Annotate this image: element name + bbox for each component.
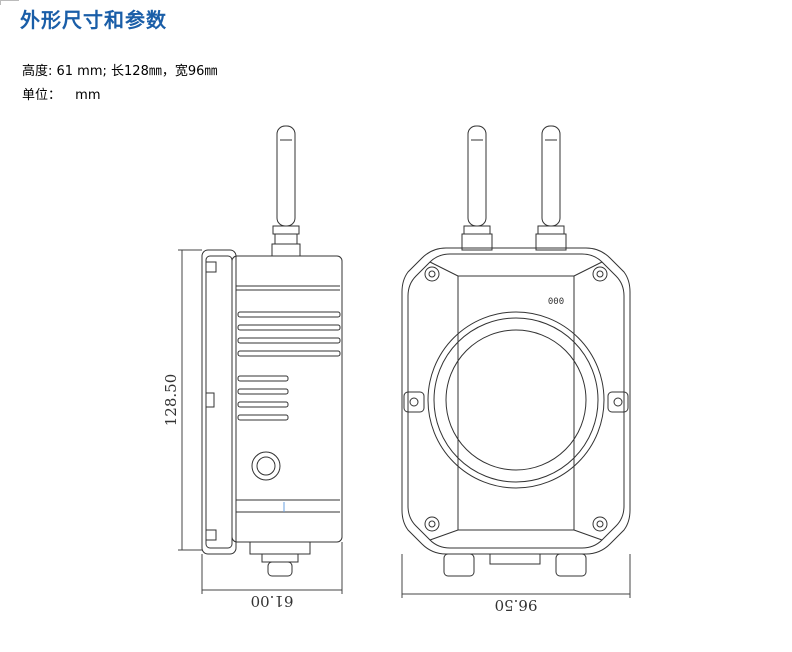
front-connectors — [443, 553, 587, 577]
front-clip-right — [607, 391, 629, 413]
front-antenna-left — [461, 125, 493, 251]
front-indicator-label: 000 — [548, 297, 564, 307]
front-width-dim — [401, 554, 631, 598]
front-screws — [424, 266, 608, 532]
side-height-dim — [178, 249, 202, 551]
side-antenna — [271, 125, 301, 257]
corner-mark — [0, 0, 19, 5]
side-height-label: 128.50 — [162, 374, 180, 427]
front-housing — [401, 247, 631, 555]
side-connectors — [249, 541, 311, 577]
unit-line: 单位： mm — [22, 84, 100, 103]
page-title: 外形尺寸和参数 — [20, 8, 167, 32]
front-inner-panel — [457, 275, 575, 531]
front-width-label: 96.50 — [495, 596, 538, 614]
spec-dimensions-text: 高度: 61 mm; 长128㎜，宽96㎜ — [22, 64, 218, 79]
side-latch — [205, 392, 215, 408]
side-vent-upper — [237, 311, 341, 357]
side-width-dim — [201, 542, 343, 594]
side-view — [178, 125, 343, 594]
side-front-plate — [201, 249, 237, 555]
unit-value: mm — [75, 88, 101, 103]
side-button — [251, 451, 281, 481]
front-antenna-right — [535, 125, 567, 251]
front-view — [401, 125, 631, 598]
side-body — [231, 255, 343, 543]
front-lens — [427, 311, 605, 489]
unit-label: 单位： — [22, 88, 62, 103]
side-width-label: 61.00 — [251, 592, 294, 610]
front-clip-left — [403, 391, 425, 413]
side-vent-lower — [237, 375, 289, 421]
